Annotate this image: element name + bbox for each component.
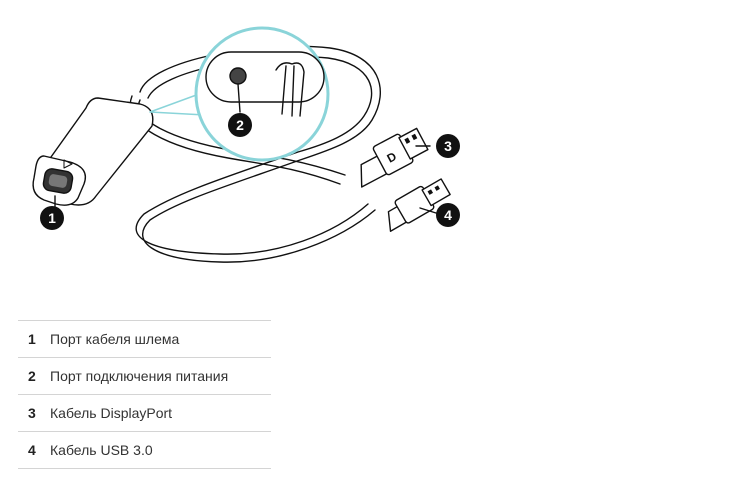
triangle-arrow-icon <box>63 159 73 169</box>
legend-number: 3 <box>28 405 36 421</box>
svg-text:1: 1 <box>48 210 56 226</box>
legend-row: 3 Кабель DisplayPort <box>18 394 271 431</box>
legend-number: 2 <box>28 368 36 384</box>
power-port-housing <box>205 51 325 103</box>
svg-text:2: 2 <box>236 117 244 133</box>
legend-number: 4 <box>28 442 36 458</box>
cable-in-port <box>275 62 305 117</box>
callout-badge-1: 1 <box>40 206 64 230</box>
legend-row: 2 Порт подключения питания <box>18 357 271 394</box>
legend-label: Порт подключения питания <box>50 368 229 384</box>
svg-text:4: 4 <box>444 207 452 223</box>
legend-number: 1 <box>28 331 36 347</box>
link-box-cable-illustration: D 1 2 3 4 <box>32 26 460 263</box>
callout-badge-3: 3 <box>436 134 460 158</box>
legend-label: Кабель USB 3.0 <box>50 442 153 458</box>
legend-row: 1 Порт кабеля шлема <box>18 320 271 357</box>
callout-legend: 1 Порт кабеля шлема 2 Порт подключения п… <box>18 320 271 469</box>
callout-badge-4: 4 <box>436 203 460 227</box>
usb-connector <box>387 178 451 232</box>
legend-row: 4 Кабель USB 3.0 <box>18 431 271 469</box>
power-port <box>229 67 247 85</box>
displayport-connector: D <box>360 127 429 188</box>
legend-label: Порт кабеля шлема <box>50 331 180 347</box>
svg-text:3: 3 <box>444 138 452 154</box>
callout-badge-2: 2 <box>228 113 252 137</box>
leader-line-4 <box>419 207 437 214</box>
leader-line-2 <box>237 83 241 113</box>
legend-label: Кабель DisplayPort <box>50 405 173 421</box>
cable-loop-outer <box>139 45 381 263</box>
